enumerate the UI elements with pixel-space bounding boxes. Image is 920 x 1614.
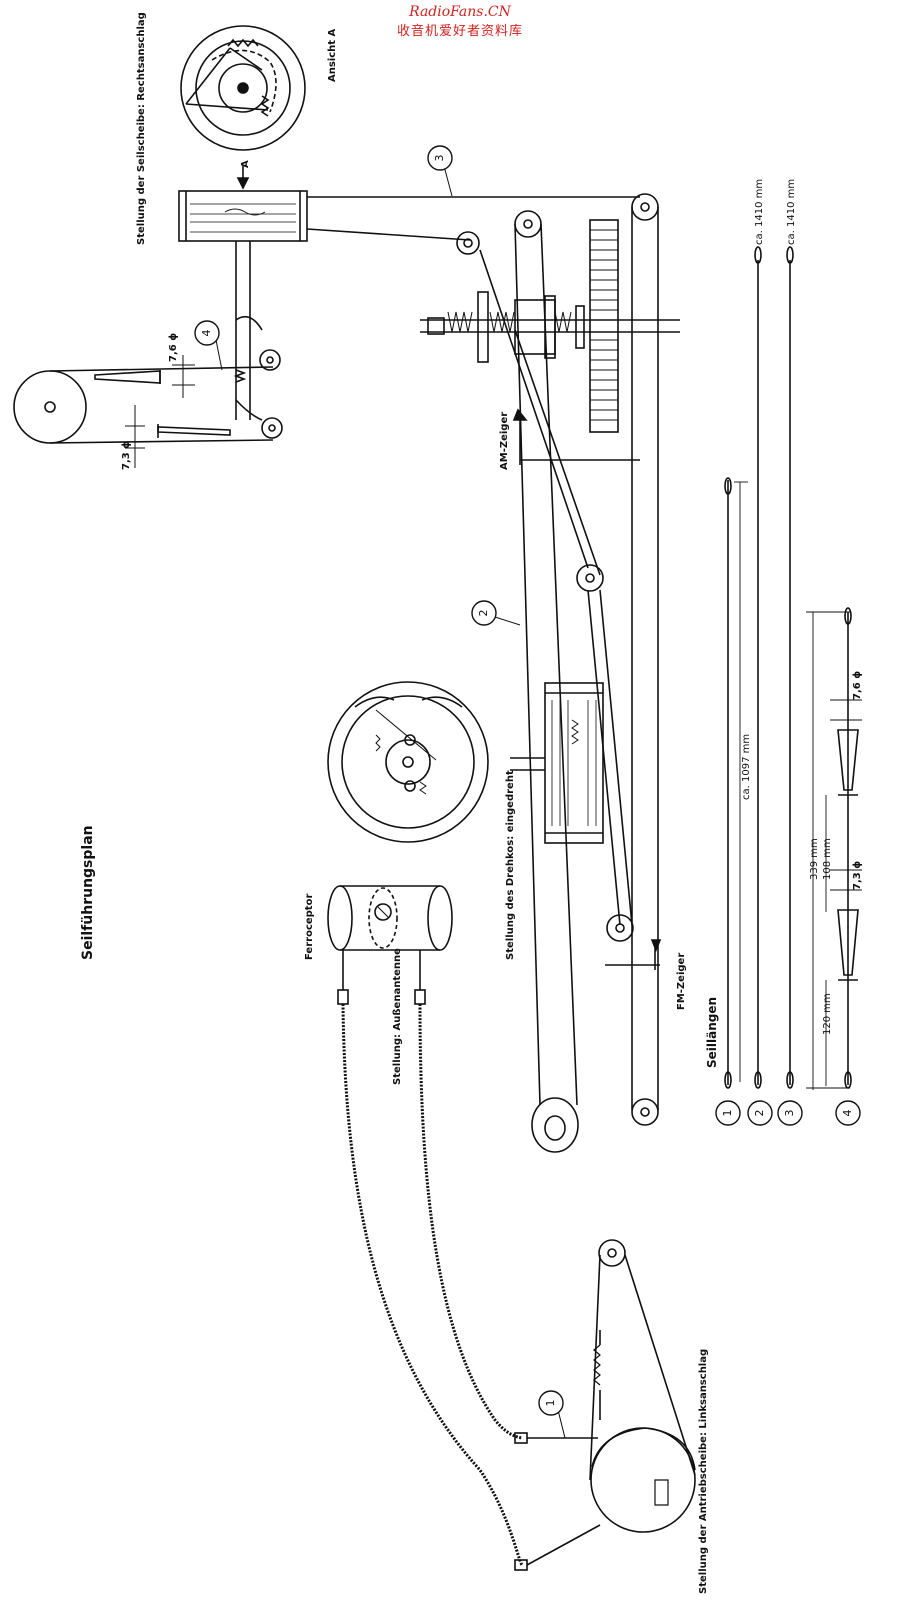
am-pointer [512,408,640,465]
fm-pointer [605,939,662,970]
length-number-4-marker [835,1100,861,1126]
idler-pulley-middle [576,564,604,592]
watermark-brand: RadioFans.CN [409,4,511,20]
idler-pulley-2 [514,210,542,238]
fm-pointer-label: FM-Zeiger [676,952,687,1010]
idler-pulley-3 [456,231,480,255]
antenna-position-label: Stellung: Außenantenne [392,948,403,1085]
watermark-subtitle: 收音机爱好者资料库 [396,24,523,39]
length-number-1: 1 [721,1109,734,1117]
idler-pulley-drive [598,1239,626,1267]
length-label-4-end: 120 mm [822,993,833,1035]
view-a-pulley-detail [180,25,306,151]
cable-number-4: 4 [200,329,213,337]
spring-tensioner-4a [94,370,161,384]
gang-capacitor-drum [510,682,604,844]
idler-pulley-bottom-right [631,1098,659,1126]
ferroceptor-label: Ferroceptor [304,893,315,960]
diagram-title: Seilführungsplan [80,825,96,960]
cable-number-2-marker [471,600,497,626]
ferroceptor-rod [327,885,453,951]
idler-pulley-lower [606,914,634,942]
length-label-1: ca. 1097 mm [741,733,752,800]
spring-tensioner-4b [157,424,231,438]
drive-disc-bottom [590,1427,696,1533]
cable-lengths-heading: Seillängen [705,996,719,1068]
cable-number-1: 1 [544,1399,557,1407]
cable-length-1 [724,477,732,1089]
cable-number-3: 3 [433,154,446,162]
length-dim-7-3: 7,3 ϕ [852,860,863,890]
antenna-cable-outer [341,1003,524,1566]
pulley-position-label: Stellung der Seilscheibe: Rechtsanschlag [136,12,147,245]
cable-length-3 [786,246,794,1089]
am-pointer-label: AM-Zeiger [499,411,510,470]
length-number-4: 4 [841,1109,854,1117]
length-label-3: ca. 1410 mm [786,178,797,245]
length-number-3: 3 [783,1109,796,1117]
length-label-2: ca. 1410 mm [754,178,765,245]
cable-number-1-marker [538,1390,564,1416]
gang-capacitor-disc [327,681,489,843]
cable-pulley-top [178,190,308,242]
drive-gear-assembly [420,219,680,433]
length-number-2: 2 [753,1109,766,1117]
length-number-3-marker [777,1100,803,1126]
bottom-pulley-cable-2 [531,1097,579,1153]
idler-pulley-top-right [631,193,659,221]
gang-position-label: Stellung des Drehkos: eingedreht [505,770,516,960]
left-tuning-drum [13,370,87,444]
cable-number-3-marker [427,145,453,171]
length-label-4-total: 339 mm [809,838,820,880]
length-number-2-marker [747,1100,773,1126]
cable-length-4 [806,607,862,1090]
length-number-1-marker [715,1100,741,1126]
cable-number-2: 2 [477,609,490,617]
dimension-7-6: 7,6 ϕ [168,332,179,362]
antenna-cable-inner [418,1003,523,1440]
dimension-7-3: 7,3 ϕ [121,440,132,470]
drive-position-label: Stellung der Antriebscheibe: Linksanschl… [698,1348,709,1594]
cable-length-2 [734,246,762,1089]
view-a-label: Ansicht A [327,28,338,82]
view-a-arrow-label: A [240,160,251,168]
length-label-4-middle: 108 mm [822,838,833,880]
cable-number-4-marker [194,320,220,346]
length-dim-7-6: 7,6 ϕ [852,670,863,700]
